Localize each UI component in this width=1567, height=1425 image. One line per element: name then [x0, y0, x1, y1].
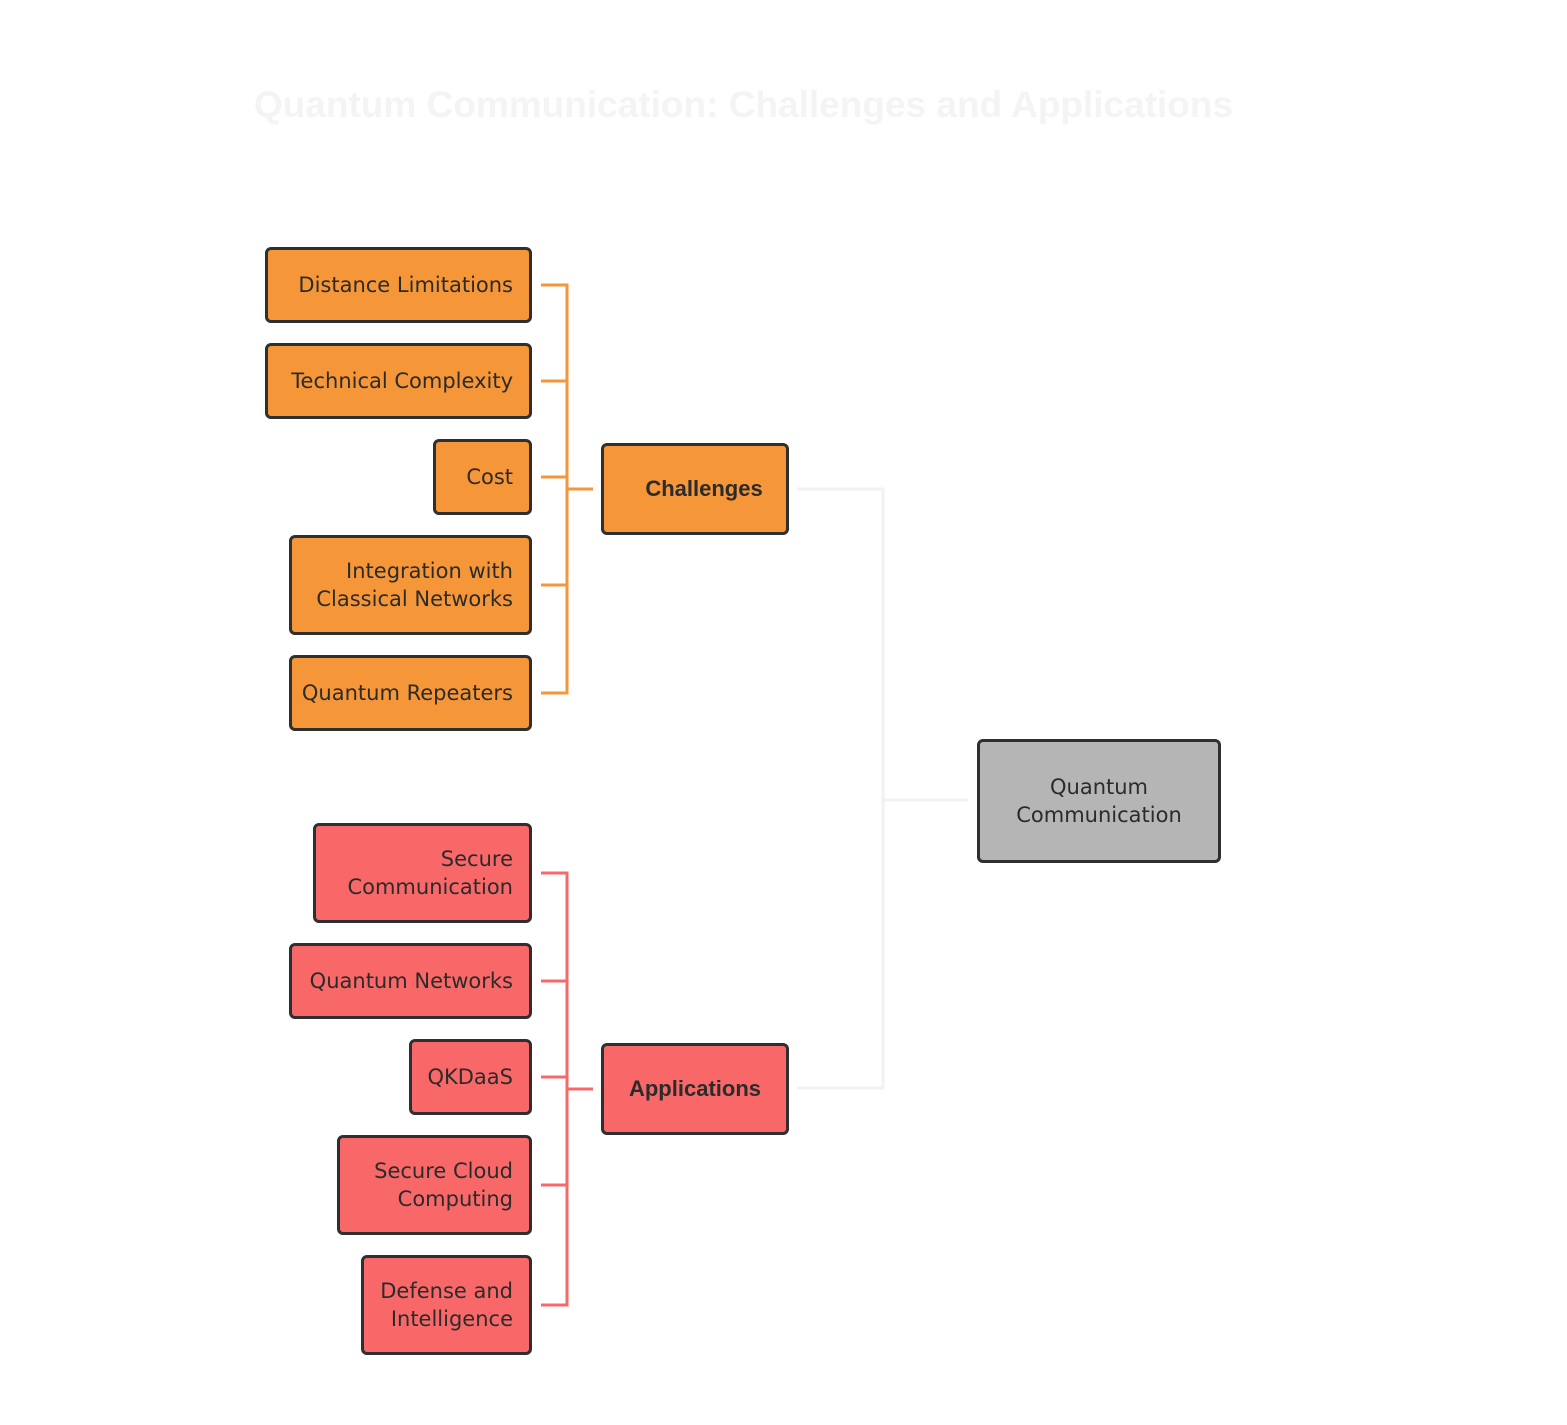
node-label: Secure Cloud Computing	[374, 1159, 513, 1211]
node-label: Distance Limitations	[298, 273, 513, 297]
node-label: Quantum Communication	[1016, 775, 1182, 827]
node-label: QKDaaS	[427, 1065, 513, 1089]
challenges-bracket	[541, 283, 593, 695]
root-node-quantum-communication[interactable]: Quantum Communication	[977, 739, 1221, 863]
node-label: Cost	[466, 465, 513, 489]
diagram-title: Quantum Communication: Challenges and Ap…	[253, 84, 1234, 125]
node-label: Challenges	[645, 476, 763, 501]
challenges-node[interactable]: Challenges	[601, 443, 789, 535]
application-secure-cloud-computing[interactable]: Secure Cloud Computing	[337, 1135, 532, 1235]
node-label: Applications	[628, 1076, 761, 1101]
node-label: Integration with Classical Networks	[316, 559, 513, 611]
node-label: Quantum Repeaters	[301, 681, 513, 705]
node-label: Secure Communication	[347, 847, 513, 899]
node-label: Defense and Intelligence	[380, 1279, 513, 1331]
trunk-connector-applications	[797, 800, 885, 1090]
challenge-integration-with-classical-networks[interactable]: Integration with Classical Networks	[289, 535, 532, 635]
challenge-cost[interactable]: Cost	[433, 439, 532, 515]
application-defense-and-intelligence[interactable]: Defense and Intelligence	[361, 1255, 532, 1355]
trunk-connector-challenges	[797, 487, 885, 800]
node-label: Quantum Networks	[309, 969, 513, 993]
challenge-technical-complexity[interactable]: Technical Complexity	[265, 343, 532, 419]
challenge-quantum-repeaters[interactable]: Quantum Repeaters	[289, 655, 532, 731]
challenge-distance-limitations[interactable]: Distance Limitations	[265, 247, 532, 323]
application-qkdaas[interactable]: QKDaaS	[409, 1039, 532, 1115]
application-quantum-networks[interactable]: Quantum Networks	[289, 943, 532, 1019]
application-secure-communication[interactable]: Secure Communication	[313, 823, 532, 923]
node-label: Technical Complexity	[291, 369, 513, 393]
applications-node[interactable]: Applications	[601, 1043, 789, 1135]
applications-bracket	[541, 871, 593, 1307]
